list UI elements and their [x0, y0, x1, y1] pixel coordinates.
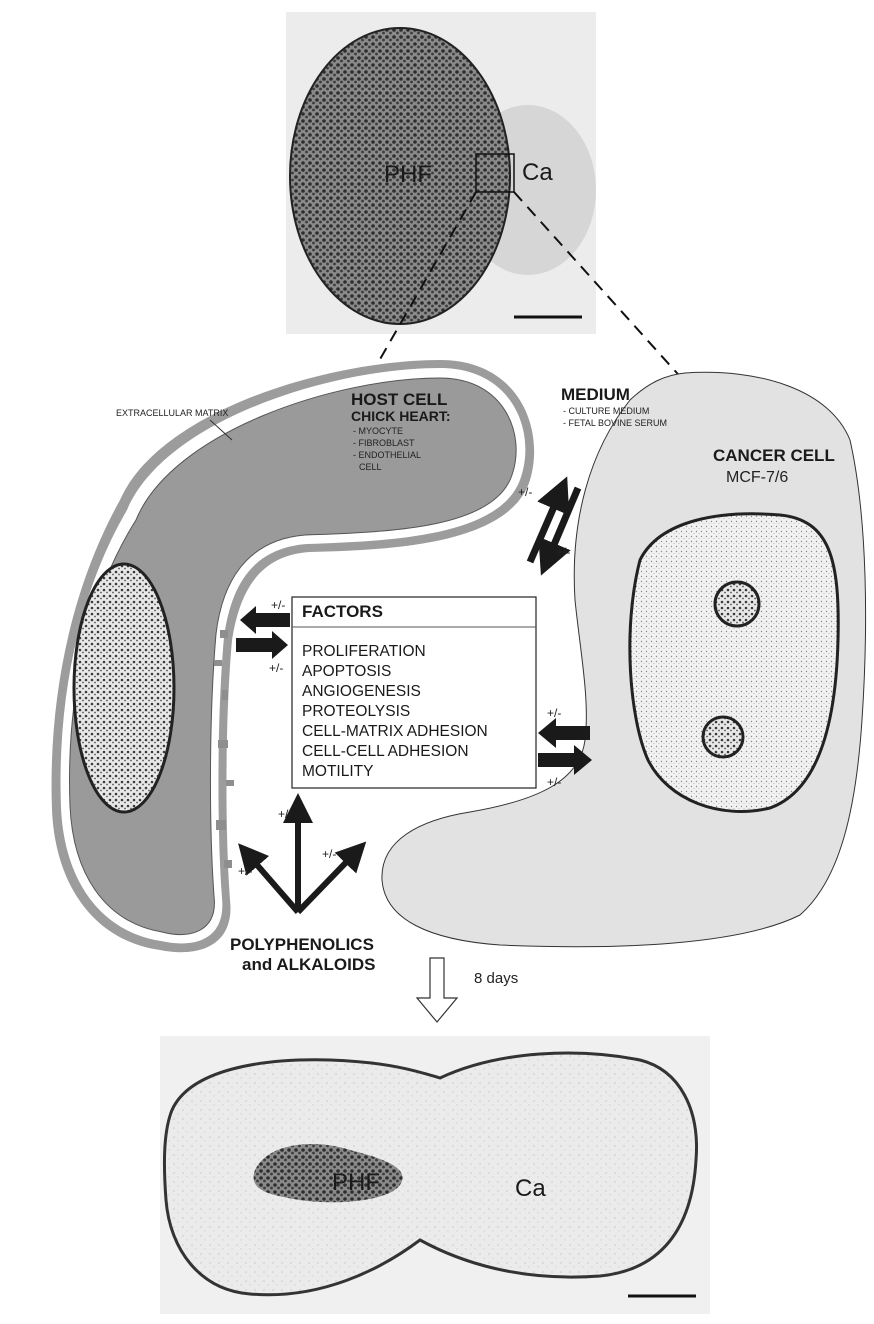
factor-item: APOPTOSIS: [302, 663, 391, 680]
cancer-nucleus: [630, 514, 838, 812]
cancer-cell-title: CANCER CELL: [713, 446, 835, 465]
host-cell-item: - ENDOTHELIAL: [353, 450, 421, 460]
poly-pm-label: +/-: [238, 864, 252, 878]
factors-header: FACTORS: [302, 602, 383, 621]
host-nucleus: [74, 564, 174, 812]
host-factor-arrows: +/- +/-: [236, 598, 290, 675]
bottom-phf-label: PHF: [332, 1169, 380, 1196]
medium-item: - CULTURE MEDIUM: [563, 406, 649, 416]
top-ca-label: Ca: [522, 159, 553, 186]
factor-item: PROLIFERATION: [302, 643, 426, 660]
medium-arrows: +/- +/-: [518, 485, 578, 566]
factor-item: MOTILITY: [302, 763, 373, 780]
extracellular-matrix-label: EXTRACELLULAR MATRIX: [116, 408, 228, 418]
bottom-micrograph: PHF Ca: [160, 1036, 710, 1314]
cancer-pm-label: +/-: [547, 706, 561, 720]
host-cell-subtitle: CHICK HEART:: [351, 408, 451, 424]
factor-item: CELL-CELL ADHESION: [302, 743, 469, 760]
treatment-line1: POLYPHENOLICS: [230, 935, 374, 954]
time-label: 8 days: [474, 970, 518, 987]
host-cell-item: - MYOCYTE: [353, 426, 403, 436]
top-micrograph: PHF Ca: [286, 12, 596, 334]
polyphenolics-arrows: +/- +/- +/-: [238, 802, 360, 912]
nucleolus-2: [703, 717, 743, 757]
medium-pm-label: +/-: [518, 485, 532, 499]
medium-item: - FETAL BOVINE SERUM: [563, 418, 667, 428]
host-cell-item: CELL: [359, 462, 382, 472]
factors-box: FACTORS PROLIFERATION APOPTOSIS ANGIOGEN…: [292, 597, 536, 788]
top-phf-label: PHF: [384, 161, 432, 188]
host-cell-item: - FIBROBLAST: [353, 438, 415, 448]
cancer-cell-subtitle: MCF-7/6: [726, 469, 788, 486]
host-cell-title: HOST CELL: [351, 390, 447, 409]
treatment-line2: and ALKALOIDS: [242, 955, 375, 974]
nucleolus-1: [715, 582, 759, 626]
host-pm-label: +/-: [271, 598, 285, 612]
bottom-ca-label: Ca: [515, 1175, 546, 1202]
poly-pm-label: +/-: [322, 847, 336, 861]
medium-pm-label: +/-: [556, 545, 570, 559]
poly-pm-label: +/-: [278, 807, 292, 821]
factor-item: CELL-MATRIX ADHESION: [302, 723, 488, 740]
treatment-label: POLYPHENOLICS and ALKALOIDS: [230, 935, 375, 974]
medium-title: MEDIUM: [561, 385, 630, 404]
factor-item: ANGIOGENESIS: [302, 683, 421, 700]
factor-item: PROTEOLYSIS: [302, 703, 410, 720]
cancer-pm-label: +/-: [547, 775, 561, 789]
time-arrow: 8 days: [417, 958, 518, 1022]
host-pm-label: +/-: [269, 661, 283, 675]
